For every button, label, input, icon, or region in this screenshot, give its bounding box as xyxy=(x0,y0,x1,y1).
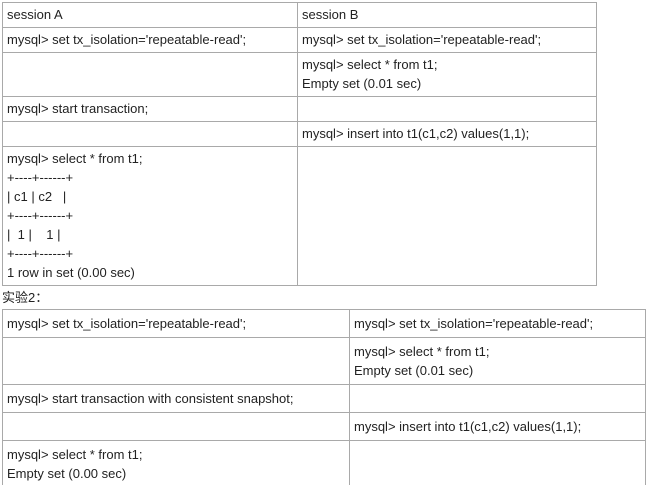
table-row: mysql> start transaction; xyxy=(2,96,597,122)
cell-session-b xyxy=(297,146,597,286)
experiment2-table: mysql> set tx_isolation='repeatable-read… xyxy=(2,309,646,485)
cell-session-b: mysql> set tx_isolation='repeatable-read… xyxy=(297,27,597,53)
cell-session-a: mysql> start transaction with consistent… xyxy=(2,384,350,413)
cell-session-b xyxy=(297,96,597,122)
table-row: mysql> select * from t1; Empty set (0.01… xyxy=(2,337,646,385)
experiment1-table: session A session B mysql> set tx_isolat… xyxy=(2,2,597,286)
cell-session-a xyxy=(2,337,350,385)
column-header-session-a: session A xyxy=(2,2,298,28)
cell-session-a: mysql> select * from t1; Empty set (0.00… xyxy=(2,440,350,485)
cell-session-b xyxy=(349,384,646,413)
table-row: mysql> select * from t1; Empty set (0.00… xyxy=(2,440,646,485)
cell-session-a xyxy=(2,52,298,97)
cell-session-b: mysql> select * from t1; Empty set (0.01… xyxy=(349,337,646,385)
cell-session-a-resultset: mysql> select * from t1; +----+------+ |… xyxy=(2,146,298,286)
table-row: mysql> select * from t1; Empty set (0.01… xyxy=(2,52,597,97)
cell-session-a: mysql> start transaction; xyxy=(2,96,298,122)
cell-session-b: mysql> set tx_isolation='repeatable-read… xyxy=(349,309,646,338)
cell-session-a: mysql> set tx_isolation='repeatable-read… xyxy=(2,27,298,53)
cell-session-b: mysql> insert into t1(c1,c2) values(1,1)… xyxy=(349,412,646,441)
experiment2-label: 实验2： xyxy=(2,290,49,305)
cell-session-b: mysql> insert into t1(c1,c2) values(1,1)… xyxy=(297,121,597,147)
cell-session-b xyxy=(349,440,646,485)
table-row: mysql> insert into t1(c1,c2) values(1,1)… xyxy=(2,121,597,147)
cell-session-a xyxy=(2,412,350,441)
table-row: mysql> start transaction with consistent… xyxy=(2,384,646,413)
table-row: mysql> insert into t1(c1,c2) values(1,1)… xyxy=(2,412,646,441)
cell-session-a xyxy=(2,121,298,147)
table-row: mysql> set tx_isolation='repeatable-read… xyxy=(2,309,646,338)
cell-session-b: mysql> select * from t1; Empty set (0.01… xyxy=(297,52,597,97)
table-row: mysql> select * from t1; +----+------+ |… xyxy=(2,146,597,286)
column-header-session-b: session B xyxy=(297,2,597,28)
cell-session-a: mysql> set tx_isolation='repeatable-read… xyxy=(2,309,350,338)
table-header-row: session A session B xyxy=(2,2,597,28)
table-row: mysql> set tx_isolation='repeatable-read… xyxy=(2,27,597,53)
